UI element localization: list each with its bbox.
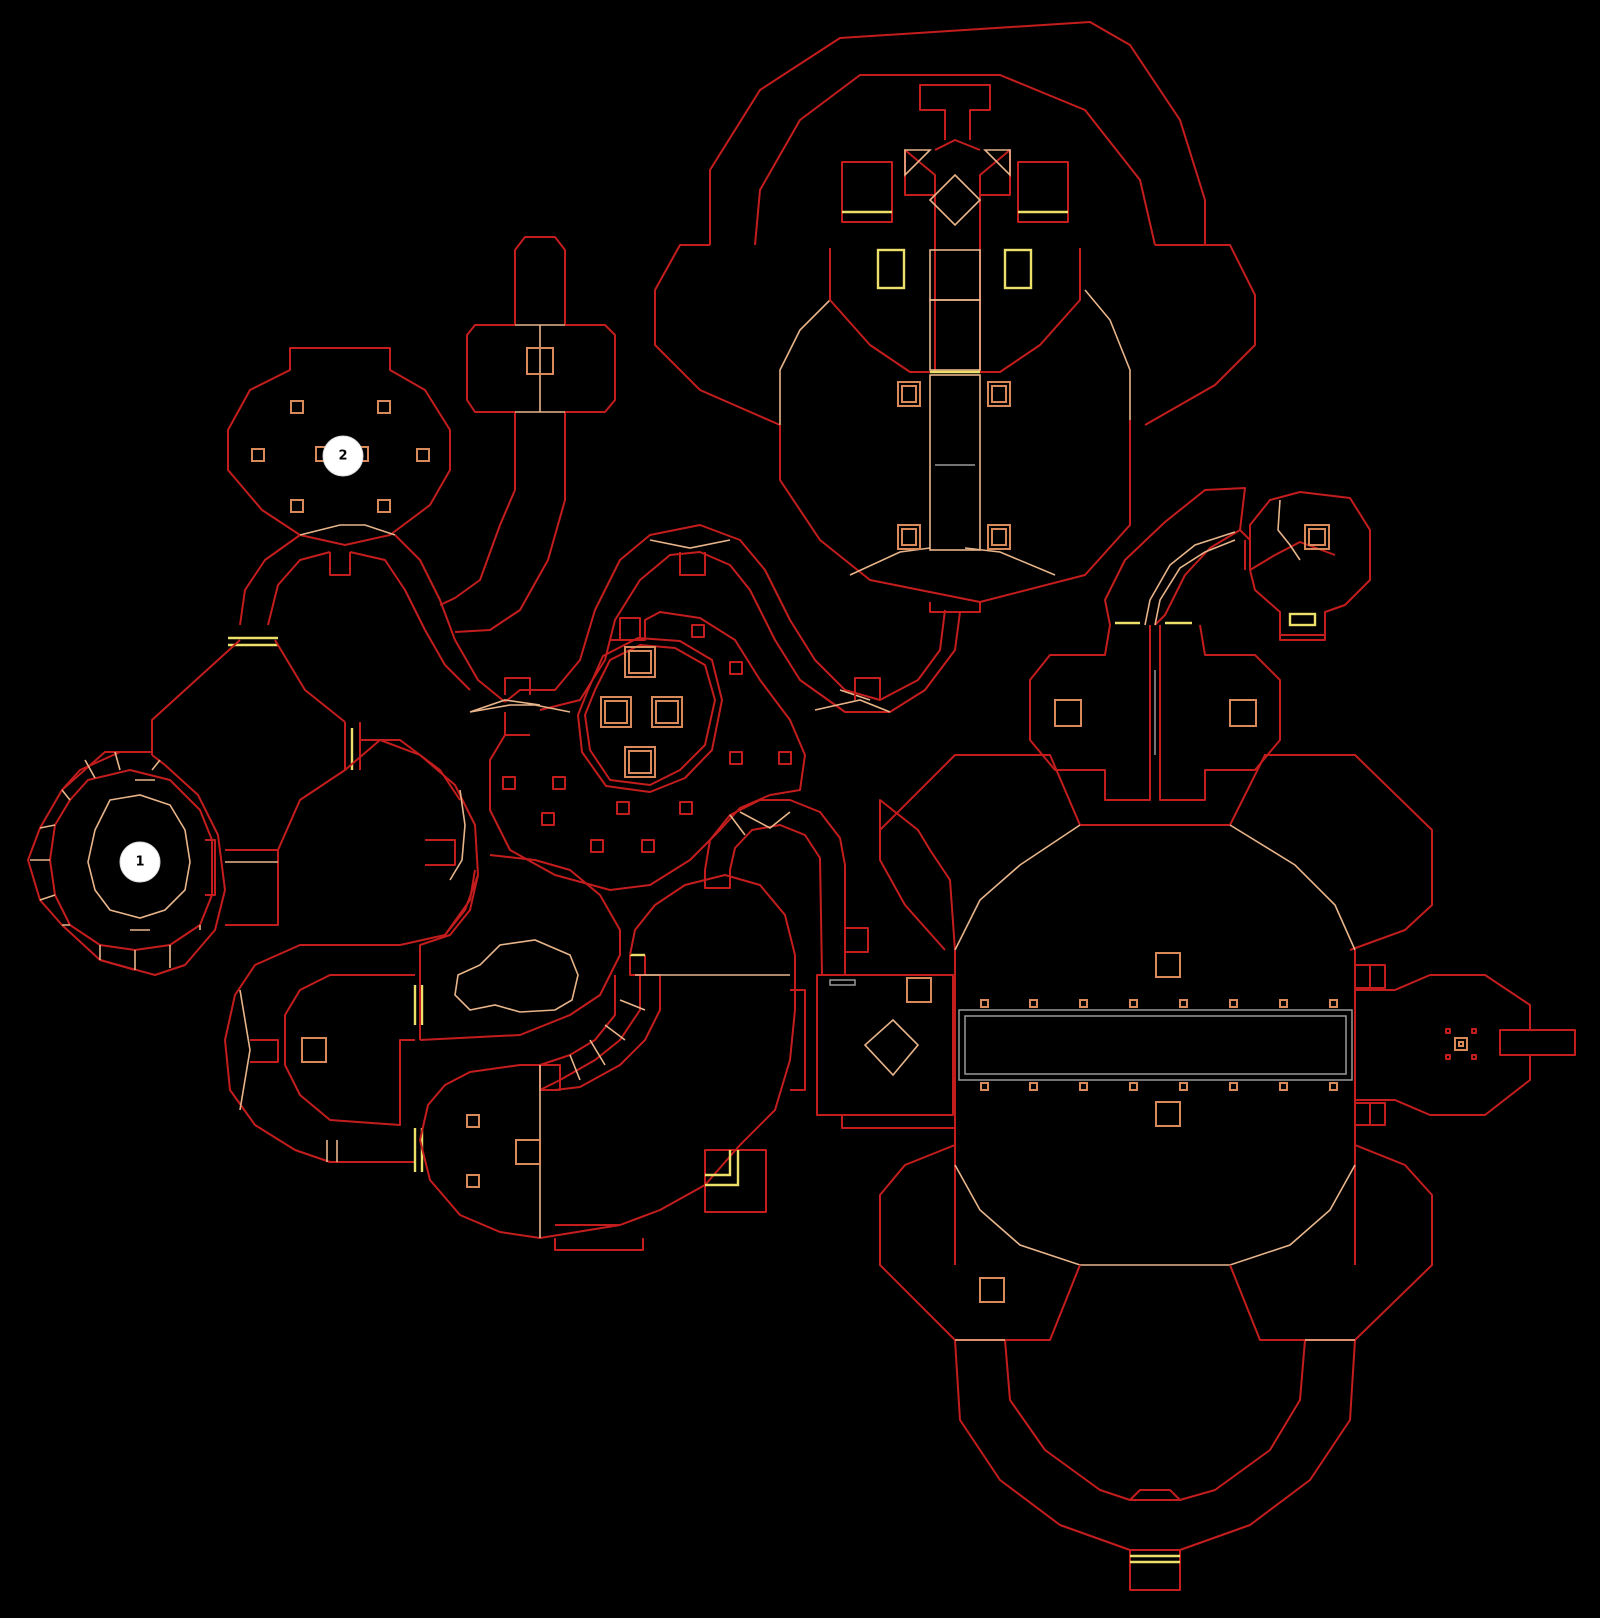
south-arc	[954, 1339, 1356, 1591]
southwest-loop	[224, 944, 424, 1172]
center-cave	[489, 611, 806, 891]
northeast-rooms	[1029, 487, 1371, 801]
south-center-rooms	[419, 854, 806, 1251]
marker-1-label: 1	[135, 855, 144, 870]
marker-2-label: 2	[338, 449, 347, 464]
player-start-marker-2: 2	[322, 435, 364, 477]
east-annex	[1355, 974, 1576, 1116]
center-worm	[469, 524, 961, 736]
west-curve-passage	[228, 534, 506, 703]
player-start-marker-1: 1	[119, 841, 161, 883]
great-hall	[879, 754, 1433, 1341]
north-corridor	[439, 236, 616, 633]
north-temple	[654, 21, 1256, 613]
west-round-room	[27, 639, 479, 976]
center-arch	[704, 799, 869, 976]
